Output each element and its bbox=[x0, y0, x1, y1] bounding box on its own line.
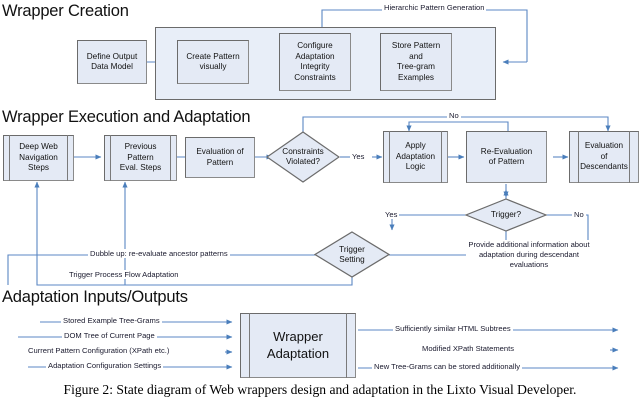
node-label: Previous Pattern Eval. Steps bbox=[119, 142, 162, 173]
node-evaluation-of-pattern[interactable]: Evaluation of Pattern bbox=[185, 137, 255, 178]
io-output-modified-xpath-statements: Modified XPath Statements bbox=[420, 344, 517, 354]
edge-label-bubble-up: Dubble up: re-evaluate ancestor patterns bbox=[88, 249, 230, 259]
edge-label-hierarchic-pattern-generation: Hierarchic Pattern Generation bbox=[382, 3, 487, 13]
io-input-current-pattern-configuration: Current Pattern Configuration (XPath etc… bbox=[26, 346, 172, 356]
edge-label-trigger-process-flow: Trigger Process Flow Adaptation bbox=[67, 270, 181, 280]
edge-label-yes-constraints: Yes bbox=[350, 152, 367, 162]
node-wrapper-adaptation[interactable]: Wrapper Adaptation bbox=[240, 313, 356, 378]
node-label: Define Output Data Model bbox=[86, 51, 138, 72]
node-store-pattern-and-tree-gram-examples[interactable]: Store Pattern and Tree-gram Examples bbox=[380, 33, 452, 91]
node-previous-pattern-eval-steps[interactable]: Previous Pattern Eval. Steps bbox=[104, 135, 177, 181]
node-label: Apply Adaptation Logic bbox=[395, 141, 436, 172]
decision-trigger-setting[interactable]: Trigger Setting bbox=[314, 231, 390, 278]
node-apply-adaptation-logic[interactable]: Apply Adaptation Logic bbox=[383, 131, 448, 183]
decision-label: Trigger Setting bbox=[339, 244, 365, 264]
io-output-new-tree-grams-stored-additionally: New Tree-Grams can be stored additionall… bbox=[372, 362, 523, 372]
node-label: Re-Evaluation of Pattern bbox=[480, 146, 533, 167]
node-label: Deep Web Navigation Steps bbox=[19, 142, 58, 173]
decision-constraints-violated[interactable]: Constraints Violated? bbox=[266, 131, 340, 183]
node-label: Evaluation of Pattern bbox=[196, 147, 244, 167]
edge-label-yes-trigger: Yes bbox=[383, 210, 400, 220]
io-output-sufficiently-similar-html-subtrees: Sufficiently similar HTML Subtrees bbox=[393, 324, 513, 334]
node-create-pattern-visually[interactable]: Create Pattern visually bbox=[177, 40, 249, 84]
io-input-stored-example-tree-grams: Stored Example Tree-Grams bbox=[61, 316, 162, 326]
io-input-adaptation-configuration-settings: Adaptation Configuration Settings bbox=[46, 361, 164, 371]
edge-label-no-trigger: No bbox=[572, 210, 586, 220]
node-deep-web-navigation-steps[interactable]: Deep Web Navigation Steps bbox=[3, 135, 74, 181]
decision-label: Trigger? bbox=[490, 210, 522, 219]
node-label: Evaluation of Descendants bbox=[580, 141, 628, 172]
node-label: Configure Adaptation Integrity Constrain… bbox=[294, 41, 336, 82]
node-evaluation-of-descendants[interactable]: Evaluation of Descendants bbox=[569, 131, 639, 183]
node-label: Wrapper Adaptation bbox=[266, 329, 330, 361]
decision-trigger[interactable]: Trigger? bbox=[465, 198, 547, 232]
section-title-wrapper-creation: Wrapper Creation bbox=[2, 2, 129, 20]
decision-label: Constraints Violated? bbox=[282, 147, 324, 166]
section-title-adaptation-io: Adaptation Inputs/Outputs bbox=[2, 288, 188, 306]
io-input-dom-tree-of-current-page: DOM Tree of Current Page bbox=[62, 331, 157, 341]
node-configure-adaptation-integrity-constraints[interactable]: Configure Adaptation Integrity Constrain… bbox=[279, 33, 351, 91]
node-label: Store Pattern and Tree-gram Examples bbox=[391, 41, 441, 82]
node-re-evaluation-of-pattern[interactable]: Re-Evaluation of Pattern bbox=[466, 131, 547, 183]
node-define-output-data-model[interactable]: Define Output Data Model bbox=[77, 40, 147, 84]
node-label: Create Pattern visually bbox=[186, 51, 240, 72]
edge-label-no-top: No bbox=[447, 111, 461, 121]
edge-label-provide-additional-information: Provide additional information about ada… bbox=[466, 240, 592, 270]
section-title-wrapper-execution: Wrapper Execution and Adaptation bbox=[2, 108, 251, 126]
figure-caption: Figure 2: State diagram of Web wrappers … bbox=[63, 382, 577, 397]
